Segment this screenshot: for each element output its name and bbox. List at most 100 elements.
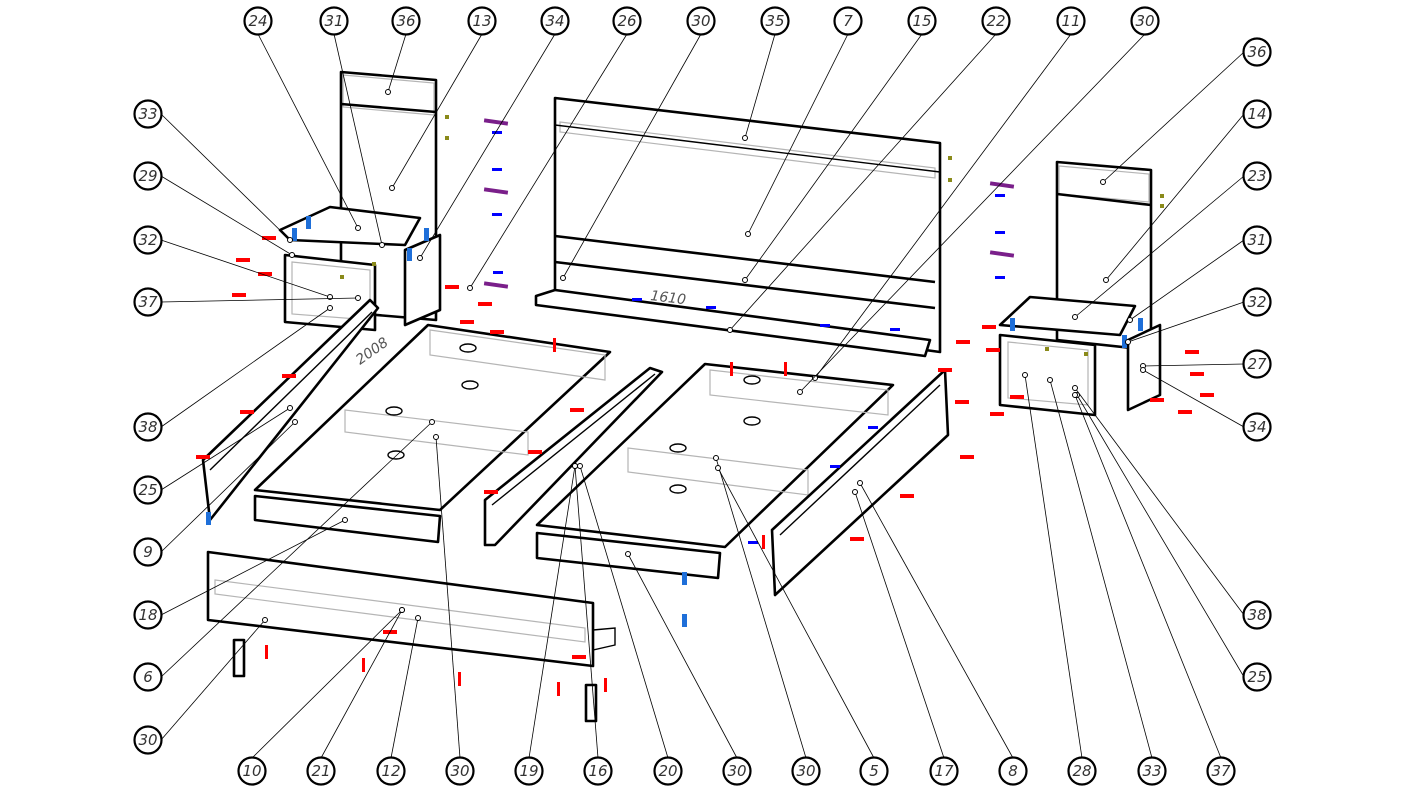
leader-endpoint xyxy=(287,405,293,411)
confirmat-screw-icon xyxy=(1190,372,1204,376)
callout-circle xyxy=(1242,287,1272,317)
leader-line xyxy=(391,33,483,189)
bolt-icon xyxy=(483,118,509,126)
callout-bottom-19: 19 xyxy=(514,756,544,786)
callout-number: 14 xyxy=(1247,105,1266,123)
dowel-icon xyxy=(820,324,830,327)
confirmat-screw-icon xyxy=(478,302,492,306)
center-rail xyxy=(483,366,664,547)
leader-line xyxy=(1127,301,1245,343)
confirmat-screw-icon xyxy=(762,535,765,549)
dowel-icon xyxy=(748,541,758,544)
shelf-pin-icon xyxy=(445,136,449,140)
callout-number: 26 xyxy=(617,12,636,30)
callout-circle xyxy=(391,6,421,36)
dowel-icon xyxy=(890,328,900,331)
callout-left-18: 18 xyxy=(133,600,163,630)
leader-endpoint xyxy=(1047,377,1053,383)
confirmat-screw-icon xyxy=(557,682,560,696)
callout-bottom-5: 5 xyxy=(859,756,889,786)
callout-bottom-20: 20 xyxy=(653,756,683,786)
dowel-icon xyxy=(995,194,1005,197)
leader-endpoint xyxy=(379,242,385,248)
leader-line xyxy=(799,33,1146,393)
callout-number: 30 xyxy=(450,762,469,780)
callout-circle xyxy=(1067,756,1097,786)
leader-line xyxy=(854,491,945,759)
callout-top-24: 24 xyxy=(243,6,273,36)
callout-circle xyxy=(859,756,889,786)
leader-line xyxy=(859,482,1014,759)
callout-number: 36 xyxy=(396,12,415,30)
callout-number: 37 xyxy=(1211,762,1231,780)
dowel-icon xyxy=(492,213,502,216)
confirmat-screw-icon xyxy=(850,537,864,541)
callout-circle xyxy=(467,6,497,36)
leader-line xyxy=(1074,175,1245,318)
callout-circle xyxy=(583,756,613,786)
confirmat-screw-icon xyxy=(604,678,607,692)
callout-number: 30 xyxy=(138,731,157,749)
shelf-pin-icon xyxy=(1160,204,1164,208)
callout-number: 31 xyxy=(324,12,343,30)
callout-top-36: 36 xyxy=(391,6,421,36)
callout-circle xyxy=(1242,161,1272,191)
confirmat-screw-icon xyxy=(784,362,787,376)
callout-bottom-37: 37 xyxy=(1206,756,1236,786)
dowel-icon xyxy=(830,465,840,468)
callout-bottom-30: 30 xyxy=(445,756,475,786)
leader-endpoint xyxy=(857,480,863,486)
callout-left-33: 33 xyxy=(133,99,163,129)
callout-number: 6 xyxy=(143,668,153,686)
callout-left-38: 38 xyxy=(133,412,163,442)
callout-top-13: 13 xyxy=(467,6,497,36)
leader-endpoint xyxy=(355,225,361,231)
callout-circle xyxy=(306,756,336,786)
callout-circle xyxy=(929,756,959,786)
leader-line xyxy=(747,33,849,235)
leader-line xyxy=(574,465,599,759)
callout-circle xyxy=(133,537,163,567)
callout-number: 17 xyxy=(934,762,954,780)
callout-circle xyxy=(722,756,752,786)
callout-bottom-21: 21 xyxy=(306,756,336,786)
leader-line xyxy=(715,457,807,759)
confirmat-screw-icon xyxy=(458,672,461,686)
confirmat-screw-icon xyxy=(282,374,296,378)
callout-top-22: 22 xyxy=(981,6,1011,36)
leader-line xyxy=(419,33,556,259)
leader-endpoint xyxy=(1127,317,1133,323)
leader-endpoint xyxy=(262,617,268,623)
leader-endpoint xyxy=(399,607,405,613)
callout-number: 11 xyxy=(1061,12,1080,30)
footboard xyxy=(206,550,616,668)
callout-bottom-28: 28 xyxy=(1067,756,1097,786)
leader-endpoint xyxy=(342,517,348,523)
leader-line xyxy=(160,175,293,256)
leader-line xyxy=(390,617,419,759)
callout-right-14: 14 xyxy=(1242,99,1272,129)
leader-endpoint xyxy=(727,327,733,333)
callout-number: 24 xyxy=(248,12,267,30)
leader-line xyxy=(160,307,331,428)
callout-circle xyxy=(1242,600,1272,630)
leader-endpoint xyxy=(433,434,439,440)
callout-number: 21 xyxy=(311,762,330,780)
confirmat-screw-icon xyxy=(730,362,733,376)
callout-circle xyxy=(686,6,716,36)
dowel-icon xyxy=(706,306,716,309)
cam-connector-icon xyxy=(682,614,687,627)
callout-circle xyxy=(833,6,863,36)
callout-top-34: 34 xyxy=(540,6,570,36)
callout-circle xyxy=(1242,412,1272,442)
confirmat-screw-icon xyxy=(258,272,272,276)
callout-bottom-12: 12 xyxy=(376,756,406,786)
callout-number: 18 xyxy=(138,606,157,624)
shelf-pin-icon xyxy=(340,275,344,279)
shelf-pin-icon xyxy=(445,115,449,119)
callout-top-26: 26 xyxy=(612,6,642,36)
callout-number: 16 xyxy=(588,762,607,780)
leader-line xyxy=(160,421,433,678)
callout-number: 36 xyxy=(1247,43,1266,61)
leader-endpoint xyxy=(415,615,421,621)
